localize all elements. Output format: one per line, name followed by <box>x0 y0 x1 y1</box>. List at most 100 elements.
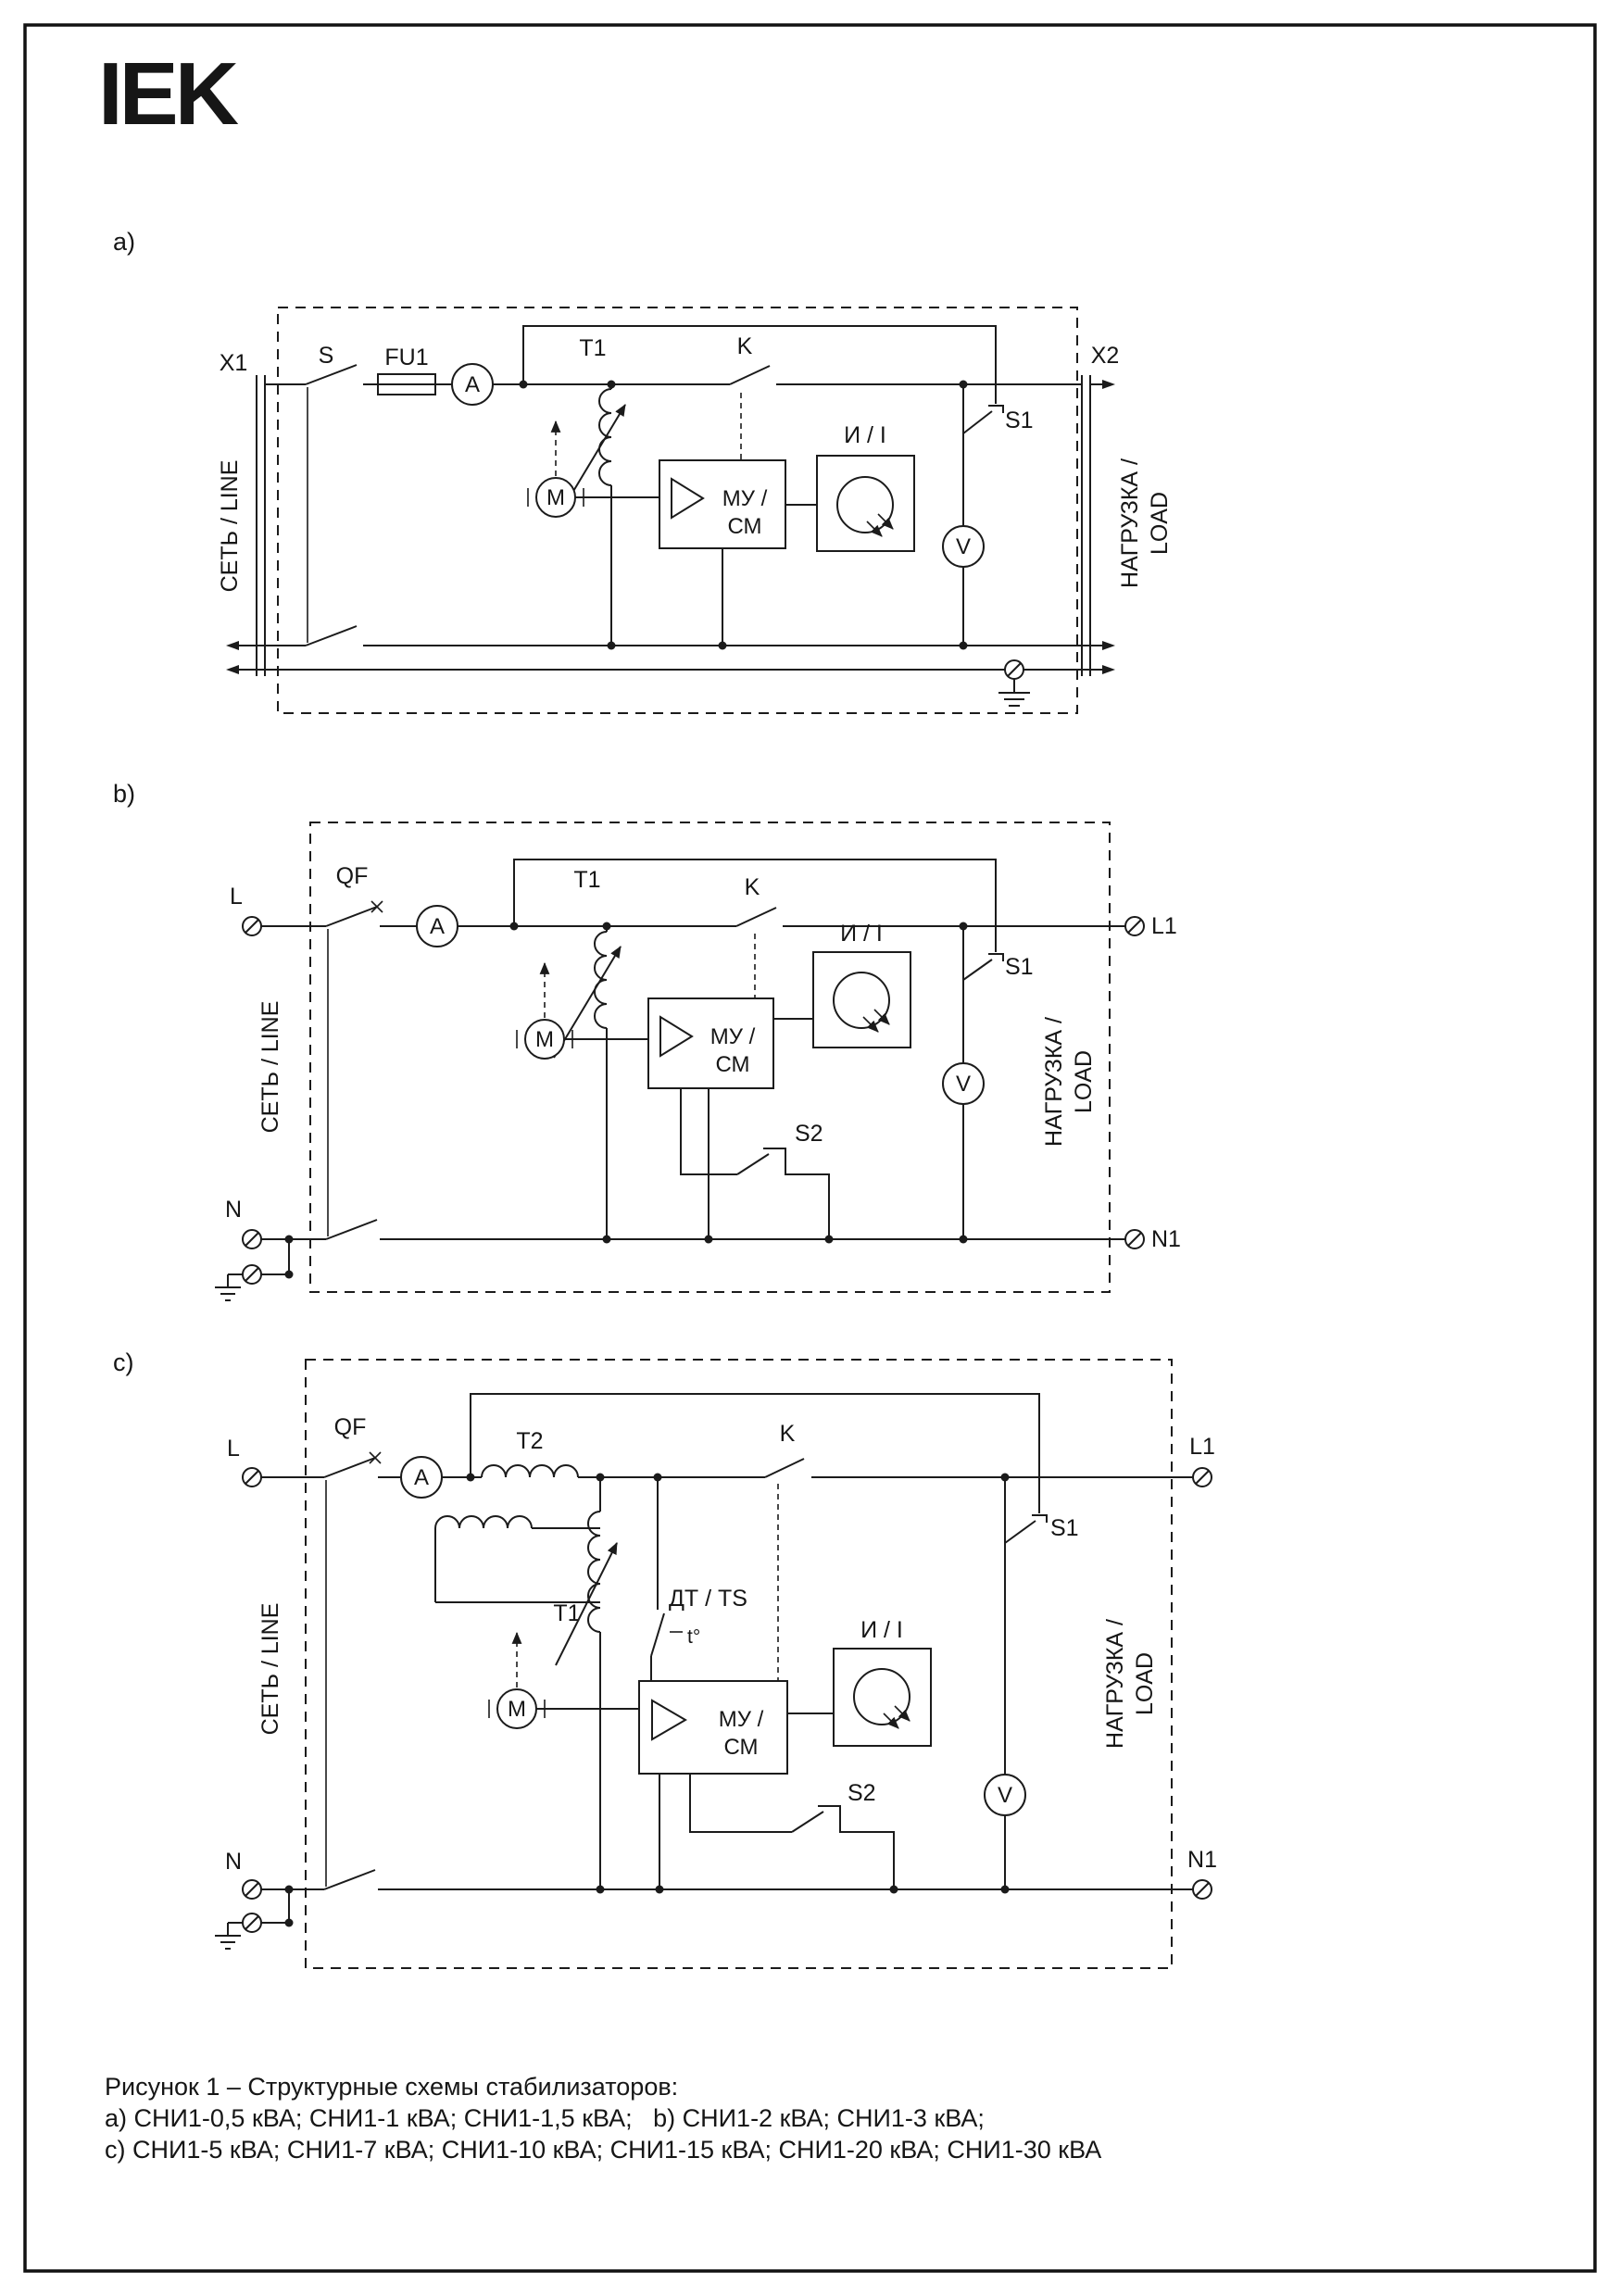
section-label-b: b) <box>113 780 135 808</box>
enclosure-c <box>305 1359 1173 1969</box>
pe-connection <box>215 1239 290 1301</box>
terminal-x2-label: X2 <box>1091 343 1120 369</box>
led-arrow-icon <box>866 521 883 537</box>
control-unit-label-2: СМ <box>715 1052 749 1077</box>
transformer-t2: T2 <box>481 1428 579 1478</box>
motor-letter: М <box>508 1697 526 1722</box>
motor: М <box>516 961 648 1060</box>
wire-arrow-right-icon <box>1102 641 1115 650</box>
voltmeter-letter: V <box>998 1783 1012 1808</box>
switch-s2: S2 <box>680 1088 830 1239</box>
ground-icon <box>215 1935 241 1950</box>
relay-k-label: K <box>780 1421 796 1447</box>
voltmeter: V <box>942 926 985 1239</box>
relay-k-label: K <box>745 874 760 900</box>
mains-side-label: СЕТЬ / LINE <box>257 1603 283 1736</box>
switch-s2-label: S2 <box>848 1780 876 1806</box>
ammeter-letter: A <box>430 914 445 939</box>
terminal-n1-label: N1 <box>1187 1847 1217 1873</box>
terminal-n1: N1 <box>1124 1226 1181 1252</box>
load-side-label-1: НАГРУЗКА / <box>1117 458 1143 588</box>
temp-sensor-tdeg: t° <box>687 1626 700 1648</box>
transformer-t2-label: T2 <box>516 1428 543 1454</box>
control-unit-label-2: СМ <box>727 514 761 539</box>
ammeter: A <box>400 1456 443 1499</box>
earth-connection <box>998 659 1030 707</box>
ammeter-letter: A <box>465 372 480 397</box>
amplifier-icon <box>651 1699 687 1741</box>
control-unit-block: МУ / СМ <box>638 1680 834 1889</box>
enclosure-a <box>277 307 1078 714</box>
switch-s-label: S <box>319 343 334 369</box>
switch-s2: S2 <box>689 1774 895 1889</box>
switch-s1-label: S1 <box>1005 408 1034 433</box>
motor-letter: М <box>546 485 565 510</box>
control-unit-label-1: МУ / <box>722 486 768 511</box>
iek-logo: IEK <box>98 44 239 144</box>
switch-s1-label: S1 <box>1050 1515 1079 1541</box>
voltmeter: V <box>984 1477 1026 1889</box>
terminal-l1: L1 <box>1124 913 1177 939</box>
temp-sensor-label: ДТ / TS <box>669 1586 747 1612</box>
enclosure-b <box>309 822 1111 1293</box>
mains-side-label: СЕТЬ / LINE <box>217 460 243 593</box>
terminal-x1-label: X1 <box>220 350 248 376</box>
voltmeter-letter: V <box>956 534 971 559</box>
caption-line-2: a) СНИ1-0,5 кВА; СНИ1-1 кВА; СНИ1-1,5 кВ… <box>105 2104 985 2132</box>
led-arrow-icon <box>877 513 894 530</box>
wiper-arrow-icon <box>555 1542 618 1666</box>
terminal-l1-label: L1 <box>1151 913 1177 939</box>
diagram-a: a) X1 X2 СЕТЬ / LINE НАГРУЗКА / LOAD S F… <box>113 228 1173 714</box>
page-frame <box>23 23 1597 2273</box>
caption-line-1: Рисунок 1 – Структурные схемы стабилизат… <box>105 2073 678 2101</box>
relay-contact-k: K <box>735 874 777 998</box>
breaker-qf-label: QF <box>336 863 369 889</box>
load-side-label-2: LOAD <box>1147 492 1173 555</box>
transformer-t1: T1 <box>434 1477 618 1889</box>
motor: М <box>527 420 659 518</box>
junction-dots <box>519 380 968 650</box>
terminal-n-label: N <box>225 1849 242 1875</box>
motor: М <box>488 1631 639 1729</box>
mains-side-label: СЕТЬ / LINE <box>257 1001 283 1134</box>
terminal-n: N <box>225 1849 262 1900</box>
terminal-l: L <box>227 1436 262 1487</box>
control-unit-block: МУ / СМ <box>659 459 817 646</box>
wire-arrow-left-icon <box>226 641 239 650</box>
ground-icon <box>215 1286 241 1301</box>
load-side-label-2: LOAD <box>1071 1050 1097 1113</box>
led-arrow-icon <box>883 1713 899 1729</box>
transformer-t1-label: T1 <box>553 1600 580 1626</box>
terminal-n: N <box>225 1197 262 1249</box>
breaker-qf: QF <box>323 1414 382 1890</box>
wire-arrow-right-icon <box>1102 665 1115 674</box>
figure-caption: Рисунок 1 – Структурные схемы стабилизат… <box>105 2073 1101 2164</box>
relay-contact-k: K <box>729 333 771 460</box>
control-unit-label-2: СМ <box>723 1735 758 1760</box>
switch-s1: S1 <box>962 408 1034 434</box>
indicator-block: И / I <box>833 1617 932 1747</box>
diagram-b: b) СЕТЬ / LINE НАГРУЗКА / LOAD L N L1 N1… <box>113 780 1181 1301</box>
led-arrow-icon <box>862 1016 879 1033</box>
wire-arrow-left-icon <box>226 665 239 674</box>
breaker-qf: QF <box>325 863 383 1240</box>
control-unit-block: МУ / СМ <box>647 997 813 1239</box>
ammeter: A <box>416 905 458 947</box>
top-wire <box>265 380 1115 389</box>
indicator-label: И / I <box>860 1617 903 1643</box>
diagram-c: c) СЕТЬ / LINE НАГРУЗКА / LOAD L N L1 N1… <box>113 1349 1217 1969</box>
section-label-c: c) <box>113 1349 134 1376</box>
switch-s: S <box>305 343 358 643</box>
switch-s1: S1 <box>1004 1515 1079 1544</box>
terminal-l: L <box>230 884 262 936</box>
indicator-label: И / I <box>840 921 883 947</box>
wire-arrow-right-icon <box>1102 380 1115 389</box>
bypass-circuit <box>522 325 1004 413</box>
fuse-fu1-label: FU1 <box>384 345 428 370</box>
transformer-t1-label: T1 <box>573 867 600 893</box>
bypass-circuit <box>513 859 1004 961</box>
motor-letter: М <box>535 1027 554 1052</box>
junction-dots <box>284 1473 1010 1927</box>
terminal-l-label: L <box>227 1436 240 1462</box>
